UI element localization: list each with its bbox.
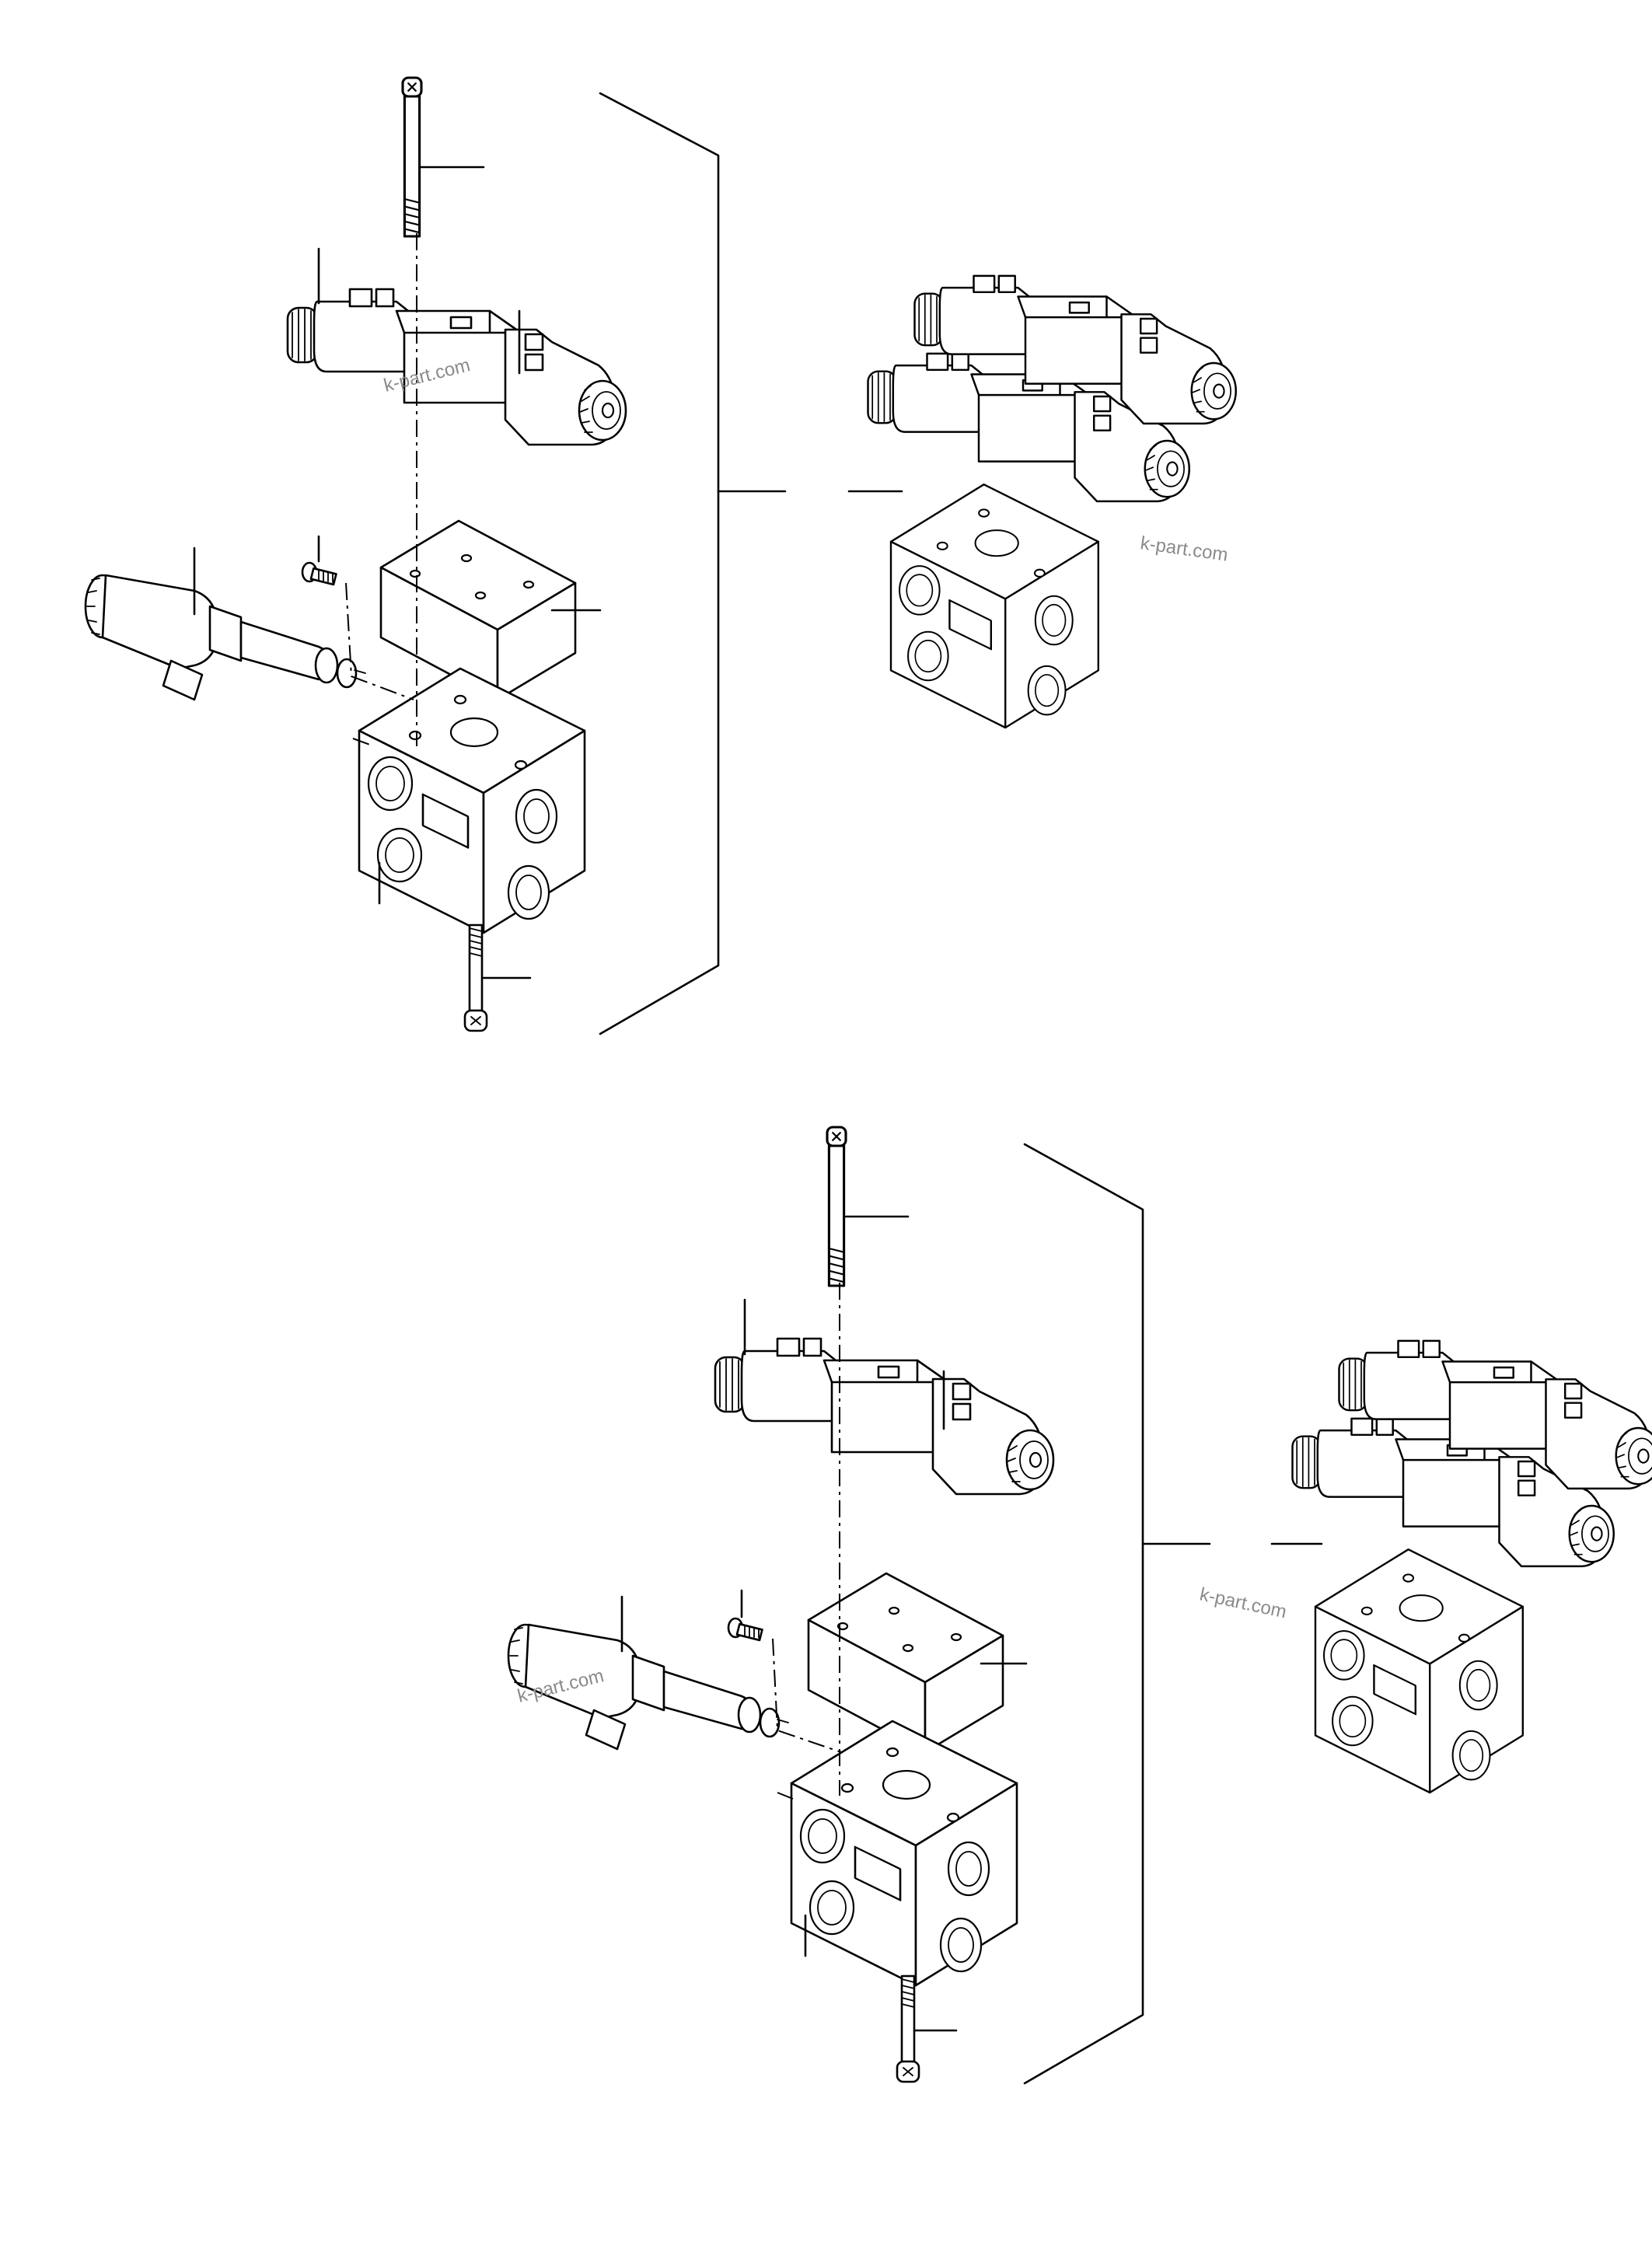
lower-spacer-block [807,1572,1004,1754]
upper-screw-path [345,582,414,700]
watermark-2: k-part.com [1139,532,1229,566]
upper-assembled-valve [868,276,1236,728]
lower-small-screw [727,1617,763,1642]
upper-cartridge-valve [84,574,367,701]
upper-bolt-top [401,76,423,238]
lower-solenoid-valve [714,1337,1055,1496]
lower-assembly [507,1126,1652,2085]
upper-group-bracket [599,92,720,1035]
lower-bolt-bottom [896,1974,920,2083]
lower-assembled-valve [1293,1341,1652,1793]
upper-cartridge-path [352,738,371,745]
lower-screw-path [772,1638,842,1753]
upper-assembly [84,76,1236,1035]
lower-manifold-block [790,1720,1018,1987]
lower-bolt-top [826,1126,847,1287]
watermark-4: k-part.com [1198,1583,1288,1622]
upper-manifold-block [358,667,586,934]
lower-cartridge-path [777,1792,794,1800]
lower-group-bracket [1023,1143,1144,2085]
upper-small-screw [301,561,337,586]
upper-spacer-block [379,519,577,701]
